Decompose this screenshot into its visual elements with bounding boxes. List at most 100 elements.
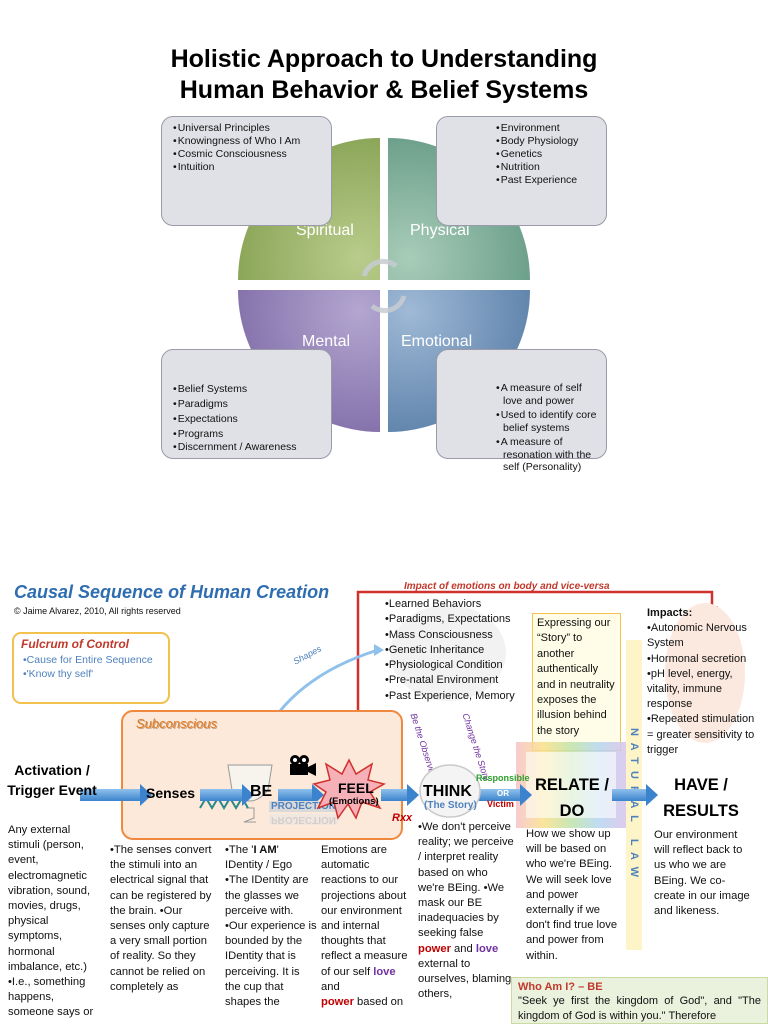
- arrow-senses-be: [200, 784, 254, 806]
- have-description: Our environment will reflect back to us …: [654, 829, 750, 918]
- feel-text-1: Emotions are automatic reactions to our …: [321, 844, 408, 978]
- list-item: Expectations: [170, 412, 323, 427]
- list-item: •Learned Behaviors: [385, 598, 482, 610]
- list-item: •Paradigms, Expectations: [385, 613, 511, 626]
- or-label: OR: [497, 789, 509, 798]
- copyright: © Jaime Alvarez, 2010, All rights reserv…: [14, 606, 181, 616]
- causal-title: Causal Sequence of Human Creation: [14, 582, 330, 602]
- think-power: power: [418, 942, 451, 955]
- list-item: Universal Principles: [170, 122, 323, 135]
- spiritual-label: Spiritual: [296, 222, 354, 239]
- page-title-line1: Holistic Approach to Understanding: [170, 45, 598, 73]
- feel-text-2: based on: [353, 996, 404, 1009]
- projector-icon: [290, 755, 316, 776]
- arrow-relate-have: [612, 784, 658, 806]
- brain-image: [390, 605, 506, 701]
- think-brain-icon: [419, 764, 481, 818]
- list-item: •Genetic Inheritance: [385, 643, 485, 656]
- feel-power: power: [321, 996, 354, 1009]
- list-item: Belief Systems: [170, 382, 323, 397]
- feel-description: Emotions are automatic reactions to our …: [321, 843, 410, 1010]
- list-item: Genetics: [493, 148, 598, 161]
- list-item: Knowingness of Who I Am: [170, 135, 323, 148]
- feel-stage: FEEL: [338, 780, 374, 796]
- physical-label: Physical: [410, 222, 470, 239]
- expressing-box: Expressing our “Story” to another authen…: [532, 613, 621, 751]
- anatomy-image: [665, 603, 745, 743]
- list-item: Used to identify core belief systems: [493, 409, 598, 434]
- feel-and: and: [321, 980, 340, 993]
- list-item: •Autonomic Nervous System: [647, 622, 747, 650]
- story-label: (The Story): [424, 800, 477, 811]
- responsible-label: Responsible: [476, 773, 530, 783]
- list-item: Programs: [170, 427, 323, 442]
- think-stage: THINK: [423, 783, 472, 800]
- mental-callout: Belief Systems Paradigms Expectations Pr…: [161, 349, 332, 459]
- arrow-activation-senses: [80, 784, 152, 806]
- senses-description: •The senses convert the stimuli into an …: [110, 844, 212, 993]
- relate-backdrop-inner: [526, 752, 616, 818]
- list-item: Discernment / Awareness: [170, 442, 323, 453]
- list-item: •Physiological Condition: [385, 659, 503, 672]
- list-item: Paradigms: [170, 397, 323, 412]
- impacts-title: Impacts:: [647, 607, 693, 619]
- emotions-label: (Emotions): [329, 796, 379, 807]
- impact-label: Impact of emotions on body and vice-vers…: [404, 581, 610, 592]
- who-am-i-text: "Seek ye first the kingdom of God", and …: [518, 995, 761, 1022]
- projection-label: PROJECTION: [269, 801, 339, 812]
- be-text-bold: I AM: [253, 844, 277, 856]
- list-item: •'Know thy self': [23, 668, 94, 680]
- be-text-rest: ' IDentity / Ego •The IDentity are the g…: [225, 844, 317, 1009]
- think-text-2: external to ourselves, blaming others,: [418, 957, 512, 1001]
- list-item: Nutrition: [493, 161, 598, 174]
- rxx-label: Rxx: [392, 812, 413, 824]
- activation-description: Any external stimuli (person, event, ele…: [8, 824, 94, 1019]
- list-item: A measure of self love and power: [493, 382, 598, 407]
- arrow-be-feel: [278, 784, 324, 806]
- list-item: •Mass Consciousness: [385, 628, 493, 641]
- be-description: •The 'I AM' IDentity / Ego •The IDentity…: [225, 843, 317, 1010]
- physical-callout: Environment Body Physiology Genetics Nut…: [436, 116, 607, 226]
- feel-love: love: [373, 965, 396, 978]
- influences-list: •Learned Behaviors •Paradigms, Expectati…: [385, 597, 515, 704]
- relate-description: How we show up will be based on who we'r…: [526, 828, 618, 962]
- think-description: •We don't perceive reality; we perceive …: [418, 820, 514, 1002]
- be-stage: BE: [250, 783, 273, 800]
- victim-label: Victim: [487, 799, 514, 809]
- cycle-arrows-icon: [361, 258, 407, 314]
- list-item: •Pre-natal Environment: [385, 674, 499, 687]
- list-item: Past Experience: [493, 174, 598, 187]
- list-item: •Hormonal secretion: [647, 652, 747, 665]
- list-item: Intuition: [170, 161, 323, 174]
- subconscious-label: Subconscious: [136, 716, 217, 731]
- list-item: A measure of resonation with the self (P…: [493, 436, 598, 474]
- arrow-feel-think: [381, 784, 419, 806]
- list-item: •pH level, energy, vitality, immune resp…: [647, 667, 733, 711]
- think-and: and: [450, 942, 473, 955]
- fulcrum-box: Fulcrum of Control •Cause for Entire Seq…: [12, 632, 170, 704]
- feel-starburst: [312, 758, 386, 820]
- list-item: •Past Experience, Memory: [385, 689, 515, 702]
- emotional-callout: A measure of self love and power Used to…: [436, 349, 607, 473]
- list-item: •Cause for Entire Sequence: [23, 654, 153, 666]
- page-title-line2: Human Behavior & Belief Systems: [179, 76, 589, 104]
- think-text-1: •We don't perceive reality; we perceive …: [418, 821, 514, 940]
- list-item: •Repeated stimulation = greater sensitiv…: [647, 713, 755, 756]
- think-love: love: [475, 942, 499, 955]
- have-stage: HAVE / RESULTS: [663, 776, 739, 820]
- list-item: Environment: [493, 122, 598, 135]
- who-am-i-title: Who Am I? – BE: [518, 981, 603, 993]
- natural-law-label: N A T U R A L L A W: [628, 728, 640, 879]
- arrow-think-relate: [478, 784, 532, 806]
- list-item: Cosmic Consciousness: [170, 148, 323, 161]
- impacts-list: Impacts: •Autonomic Nervous System •Horm…: [647, 606, 763, 758]
- mental-label: Mental: [302, 333, 351, 350]
- fulcrum-title: Fulcrum of Control: [21, 637, 129, 651]
- be-text-prefix: •The ': [225, 844, 254, 856]
- spiritual-callout: Universal Principles Knowingness of Who …: [161, 116, 332, 226]
- emotional-label: Emotional: [401, 333, 473, 350]
- activation-stage: Activation / Trigger Event: [7, 762, 97, 798]
- list-item: Body Physiology: [493, 135, 598, 148]
- relate-stage: RELATE / DO: [535, 776, 609, 820]
- who-am-i-box: Who Am I? – BE "Seek ye first the kingdo…: [511, 977, 768, 1024]
